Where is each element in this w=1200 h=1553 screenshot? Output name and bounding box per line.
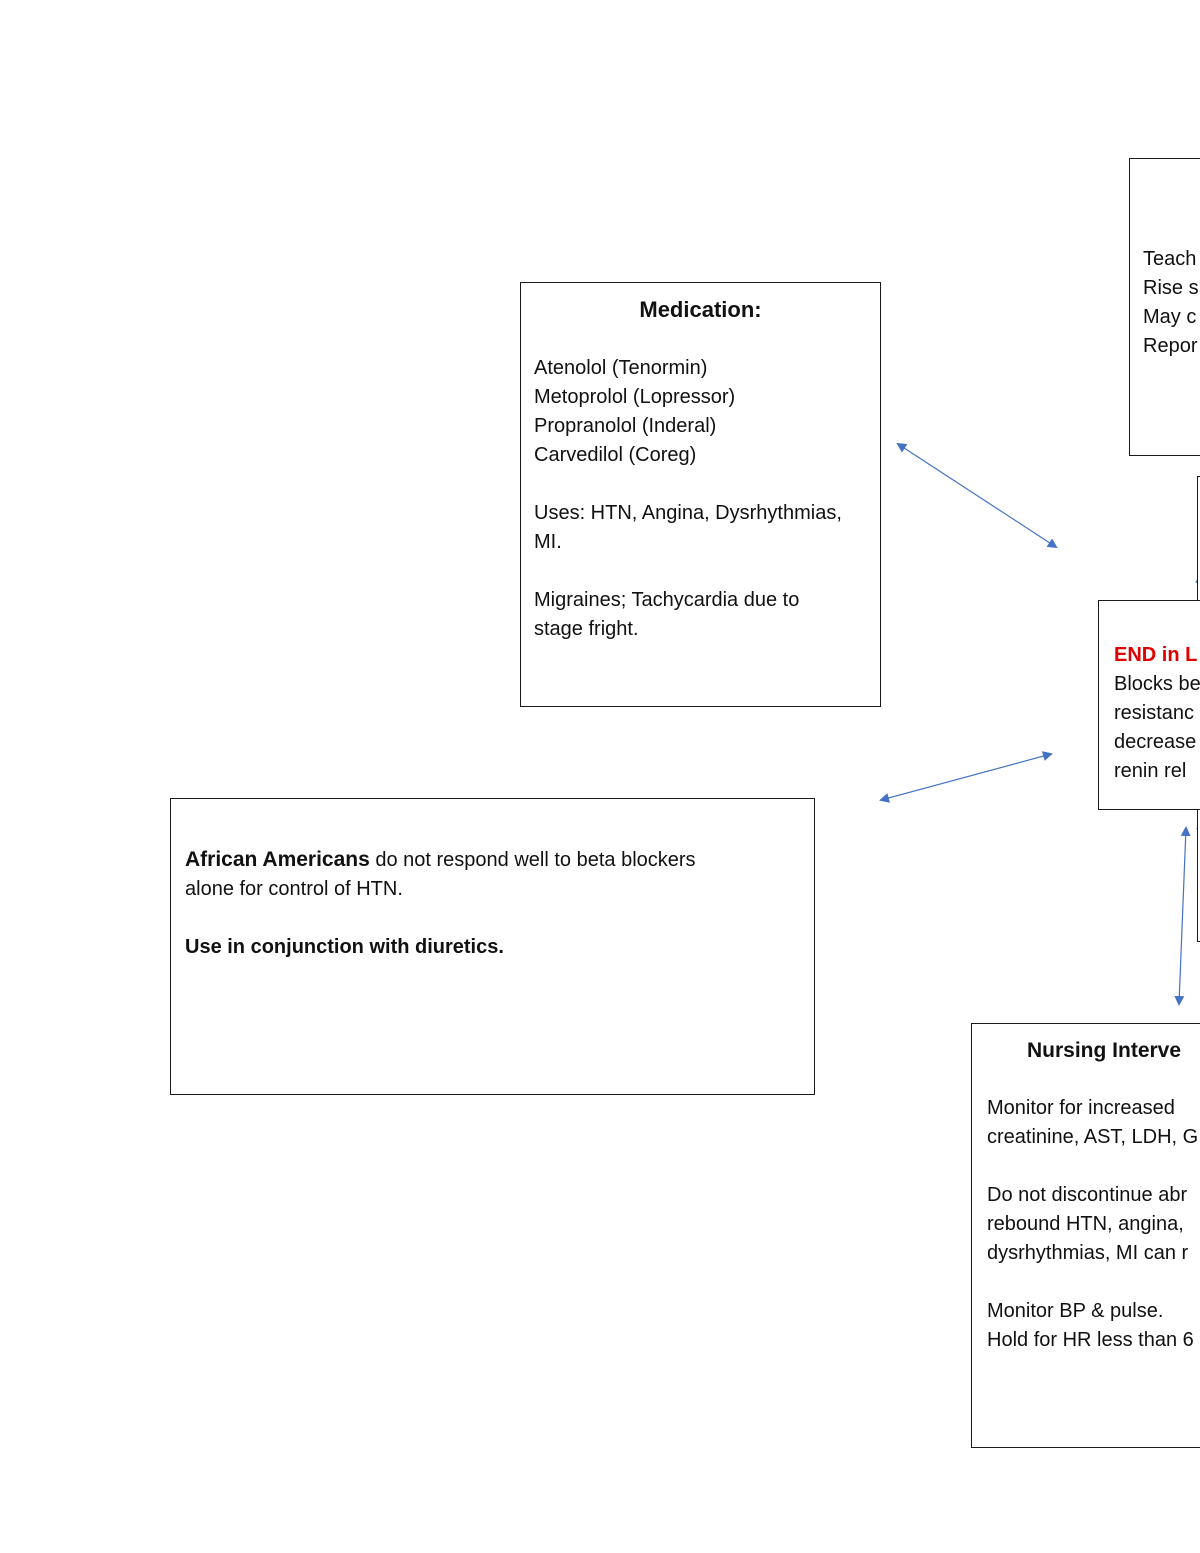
spacer xyxy=(534,557,867,586)
teaching-box: Teach Rise sl May c Repor xyxy=(1129,158,1200,456)
african-americans-rest: do not respond well to beta blockers xyxy=(369,849,696,871)
medication-box: Medication: Atenolol (Tenormin) Metoprol… xyxy=(520,282,881,707)
uses-line-1: Uses: HTN, Angina, Dysrhythmias, xyxy=(534,502,842,524)
teaching-line: Rise sl xyxy=(1143,277,1200,299)
mechanism-line: decrease xyxy=(1114,731,1197,753)
nursing-box: Nursing Interve Monitor for increased cr… xyxy=(971,1023,1200,1448)
teaching-line: May c xyxy=(1143,306,1197,328)
nursing-line: Do not discontinue abr xyxy=(987,1184,1188,1206)
mechanism-line: Blocks be xyxy=(1114,673,1200,695)
arrow-african-americans-mechanism xyxy=(879,751,1053,803)
mechanism-line: renin rel xyxy=(1114,760,1187,782)
migraines-line-1: Migraines; Tachycardia due to xyxy=(534,589,800,611)
nursing-line xyxy=(987,1268,1200,1297)
drug-carvedilol: Carvedilol (Coreg) xyxy=(534,444,697,466)
nursing-title: Nursing Interve xyxy=(1027,1039,1182,1062)
mechanism-heading: END in L xyxy=(1114,644,1198,666)
diuretics-note: Use in conjunction with diuretics. xyxy=(185,936,504,958)
african-americans-line-2: alone for control of HTN. xyxy=(185,878,403,900)
african-americans-line-1: African Americans do not respond well to… xyxy=(185,845,800,875)
arrow-mechanism-nursing xyxy=(1174,826,1191,1006)
nursing-line: Monitor BP & pulse. xyxy=(987,1300,1164,1322)
nursing-line: creatinine, AST, LDH, G xyxy=(987,1126,1199,1148)
medication-title: Medication: xyxy=(639,297,762,322)
spacer xyxy=(185,904,800,933)
drug-atenolol: Atenolol (Tenormin) xyxy=(534,357,708,379)
migraines-line-2: stage fright. xyxy=(534,618,639,640)
drug-metoprolol: Metoprolol (Lopressor) xyxy=(534,386,736,408)
nursing-line xyxy=(987,1152,1200,1181)
arrow-medication-mechanism xyxy=(896,442,1058,549)
spacer xyxy=(534,470,867,499)
teaching-line: Repor xyxy=(1143,335,1198,357)
nursing-line: Monitor for increased xyxy=(987,1097,1175,1119)
mechanism-line: resistanc xyxy=(1114,702,1195,724)
nursing-line: dysrhythmias, MI can r xyxy=(987,1242,1189,1264)
teaching-line: Teach xyxy=(1143,248,1197,270)
african-americans-bold: African Americans xyxy=(185,848,370,871)
drug-propranolol: Propranolol (Inderal) xyxy=(534,415,717,437)
african-americans-box: African Americans do not respond well to… xyxy=(170,798,815,1095)
nursing-line: Hold for HR less than 6 xyxy=(987,1329,1194,1351)
nursing-line: rebound HTN, angina, xyxy=(987,1213,1184,1235)
mechanism-box: END in L Blocks be resistanc decrease re… xyxy=(1098,600,1200,810)
uses-line-2: MI. xyxy=(534,531,562,553)
